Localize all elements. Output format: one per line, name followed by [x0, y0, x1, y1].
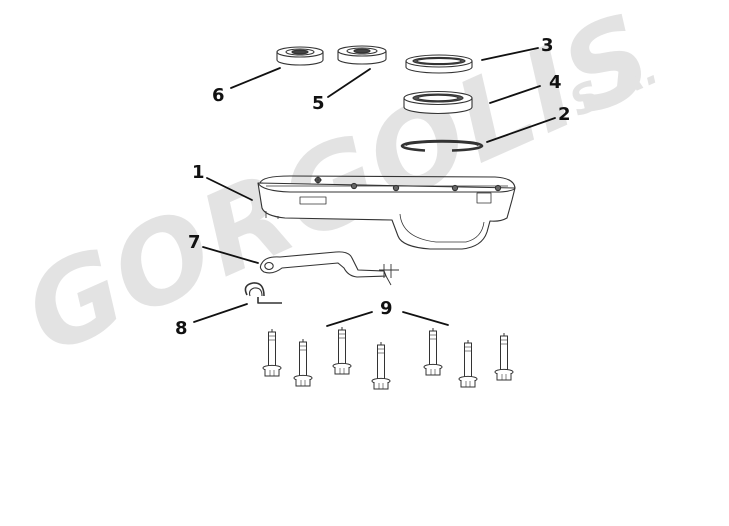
leader-line-9b — [402, 311, 449, 326]
callout-7: 7 — [188, 232, 201, 253]
lever-part-7 — [259, 251, 399, 286]
leader-line-3 — [481, 47, 539, 61]
leader-line-5 — [327, 68, 371, 98]
callout-6: 6 — [212, 85, 225, 106]
callout-4: 4 — [549, 72, 562, 93]
callout-2: 2 — [558, 104, 571, 125]
callout-9: 9 — [380, 298, 393, 319]
bolt-6 — [458, 340, 478, 388]
callout-8: 8 — [175, 318, 188, 339]
leader-line-9a — [326, 311, 373, 327]
leader-line-8 — [193, 303, 248, 323]
leader-line-7 — [202, 246, 259, 264]
oil-seal-part-3 — [405, 54, 473, 74]
bearing-part-5 — [337, 45, 387, 65]
crankcase-cover-part-1 — [257, 175, 516, 250]
bolt-5 — [423, 328, 443, 376]
bolt-4 — [371, 342, 391, 390]
bolt-set-part-9 — [262, 327, 514, 390]
spring-clip-part-8 — [244, 282, 282, 304]
circlip-part-2 — [400, 139, 484, 152]
leader-line-2 — [486, 117, 556, 143]
bearing-part-4 — [403, 90, 473, 115]
leader-line-6 — [230, 67, 281, 89]
bolt-1 — [262, 329, 282, 377]
callout-1: 1 — [192, 162, 205, 183]
leader-line-4 — [489, 85, 541, 104]
bolt-7 — [494, 333, 514, 381]
bolt-3 — [332, 327, 352, 375]
leader-line-1 — [206, 177, 253, 201]
callout-3: 3 — [541, 35, 554, 56]
bolt-2 — [293, 339, 313, 387]
bearing-part-6 — [276, 46, 324, 66]
callout-5: 5 — [312, 93, 325, 114]
